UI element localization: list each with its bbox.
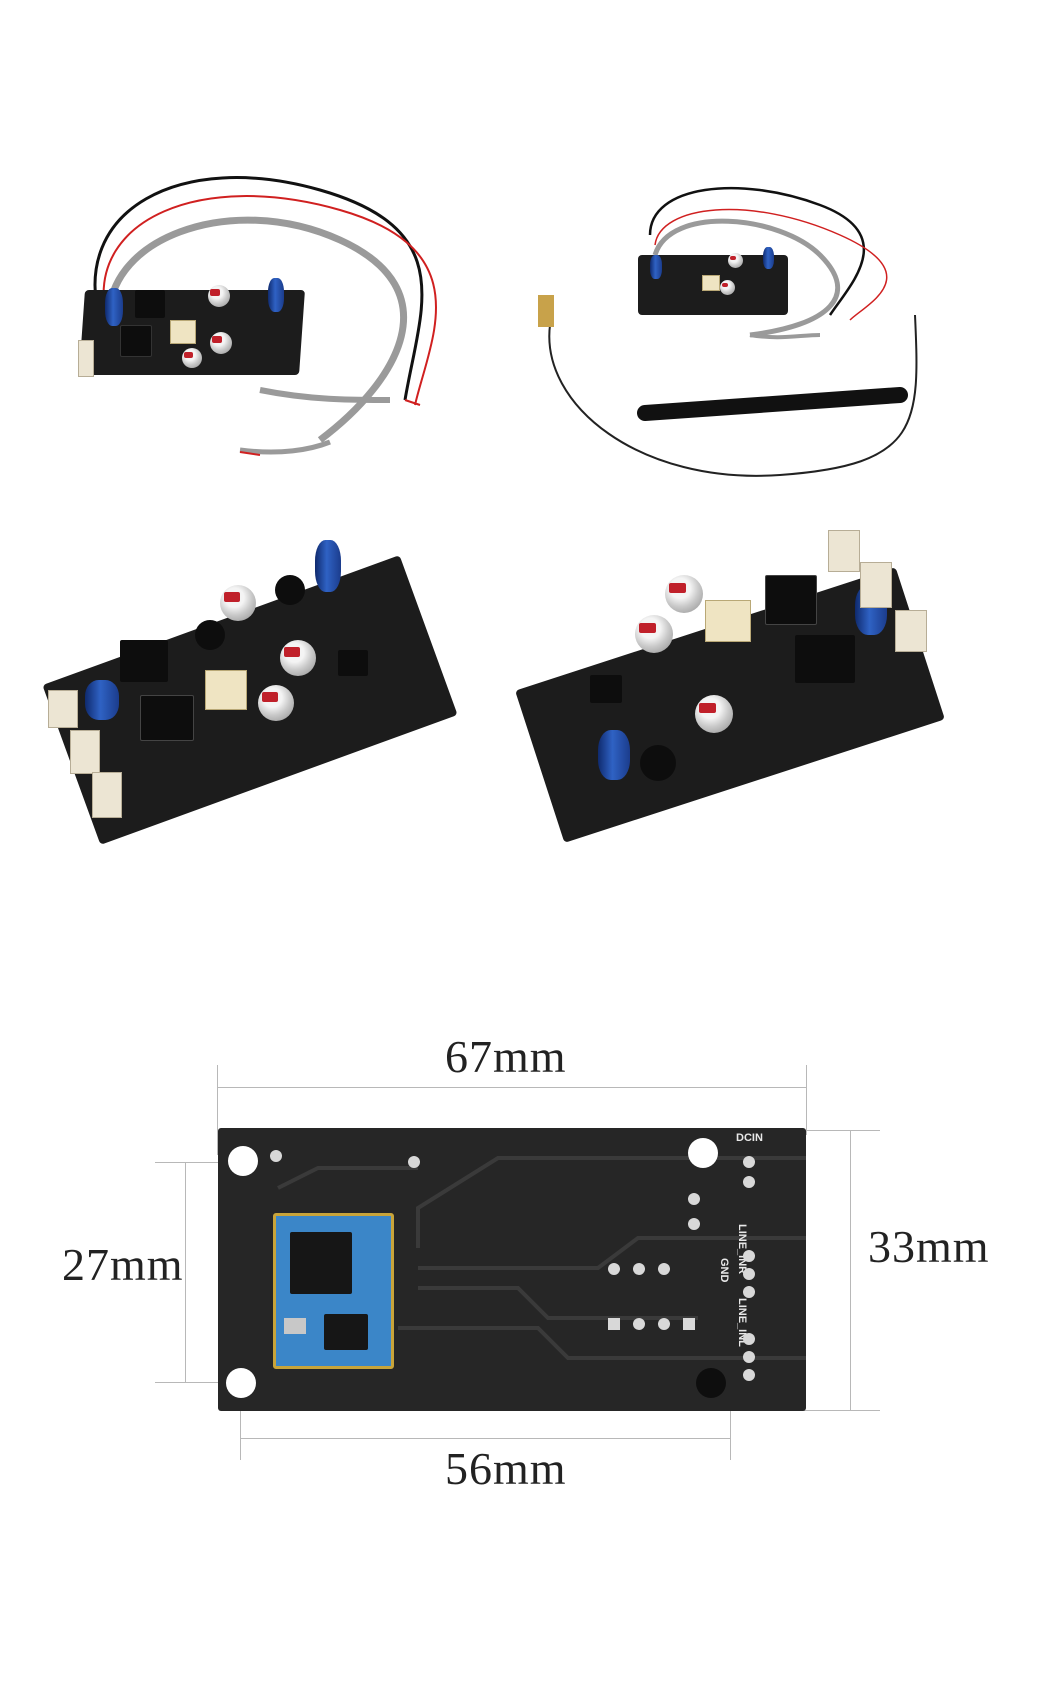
solder-pad [608, 1263, 620, 1275]
dimension-line-left [185, 1162, 186, 1382]
photo-board-bottom-dimensions: 67mm 33mm 27mm 56mm DCIN LINE_INR GND [0, 1030, 1063, 1510]
antenna-cables-illustration [538, 186, 918, 477]
capacitor-icon [182, 348, 202, 368]
solder-pad [743, 1156, 755, 1168]
hole-height-dimension-label: 27mm [62, 1239, 184, 1290]
pcb-traces [277, 1156, 806, 1360]
bluetooth-module [273, 1213, 394, 1369]
dimension-tick [800, 1130, 880, 1131]
dimension-tick [240, 1400, 241, 1460]
dcin-label: DCIN [736, 1132, 763, 1144]
capacitor-icon [258, 685, 294, 721]
capacitor-icon [695, 695, 733, 733]
capacitor-icon [280, 640, 316, 676]
solder-pad [270, 1150, 282, 1162]
connector [895, 610, 927, 652]
relay-component [702, 275, 720, 291]
photo-board-angled-left [40, 540, 460, 860]
cables-illustration [93, 176, 437, 456]
relay-component [205, 670, 247, 710]
capacitor-icon [763, 247, 774, 269]
gnd-label: GND [718, 1258, 730, 1283]
solder-pad [743, 1250, 755, 1262]
capacitor-icon [208, 285, 230, 307]
dimension-tick [155, 1162, 235, 1163]
dimension-tick [806, 1065, 807, 1135]
capacitor-icon [105, 288, 123, 326]
connector [860, 562, 892, 608]
connector [78, 340, 94, 377]
solder-pad [633, 1263, 645, 1275]
capacitor-icon [728, 253, 743, 268]
capacitor-icon [315, 540, 341, 592]
ic-chip [120, 325, 152, 357]
mounting-hole [696, 1368, 726, 1398]
ic-chip [640, 745, 676, 781]
solder-pad [743, 1268, 755, 1280]
hole-span-dimension-label: 56mm [445, 1443, 567, 1494]
solder-pad [743, 1286, 755, 1298]
capacitor-icon [650, 255, 662, 279]
dimension-line-right [850, 1130, 851, 1410]
photo-board-angled-right [510, 530, 950, 850]
capacitor-icon [210, 332, 232, 354]
dimension-line-top [217, 1087, 807, 1088]
solder-pad [658, 1263, 670, 1275]
ic-chip [275, 575, 305, 605]
connector [828, 530, 860, 572]
photo-board-with-antenna [520, 175, 950, 485]
dimension-tick [155, 1382, 235, 1383]
mounting-hole [688, 1138, 718, 1168]
width-dimension-label: 67mm [445, 1031, 567, 1082]
capacitor-icon [635, 615, 673, 653]
ic-chip [135, 290, 165, 318]
mounting-hole [228, 1146, 258, 1176]
capacitor-icon [665, 575, 703, 613]
dimension-tick [730, 1400, 731, 1460]
ic-chip [120, 640, 168, 682]
ic-chip [290, 1232, 352, 1294]
relay-component [705, 600, 751, 642]
capacitor-icon [598, 730, 630, 780]
solder-pad [743, 1369, 755, 1381]
dimension-tick [800, 1410, 880, 1411]
solder-pad [658, 1318, 670, 1330]
crystal-component [284, 1318, 306, 1334]
solder-pad [633, 1318, 645, 1330]
ic-chip [324, 1314, 368, 1350]
capacitor-icon [85, 680, 119, 720]
pcb-bottom-board: DCIN LINE_INR GND LINE_INL [218, 1128, 806, 1411]
ic-chip [590, 675, 622, 703]
capacitor-icon [220, 585, 256, 621]
solder-pad [743, 1333, 755, 1345]
dimension-tick [217, 1065, 218, 1155]
solder-pad [688, 1218, 700, 1230]
ic-chip [338, 650, 368, 676]
ic-chip [195, 620, 225, 650]
connector [48, 690, 78, 728]
ic-chip [140, 695, 194, 741]
ic-chip [765, 575, 817, 625]
solder-pad [683, 1318, 695, 1330]
connector [70, 730, 100, 774]
solder-pad [608, 1318, 620, 1330]
relay-component [170, 320, 196, 344]
solder-pad [688, 1193, 700, 1205]
ic-chip [795, 635, 855, 683]
dimension-line-bottom [240, 1438, 730, 1439]
mounting-hole [226, 1368, 256, 1398]
photo-board-with-cables [60, 150, 460, 480]
capacitor-icon [268, 278, 284, 312]
solder-pad [743, 1176, 755, 1188]
height-dimension-label: 33mm [868, 1221, 990, 1272]
solder-pad [408, 1156, 420, 1168]
capacitor-icon [720, 280, 735, 295]
solder-pad [743, 1351, 755, 1363]
connector [92, 772, 122, 818]
line-inr-label: LINE_INR [736, 1224, 748, 1275]
